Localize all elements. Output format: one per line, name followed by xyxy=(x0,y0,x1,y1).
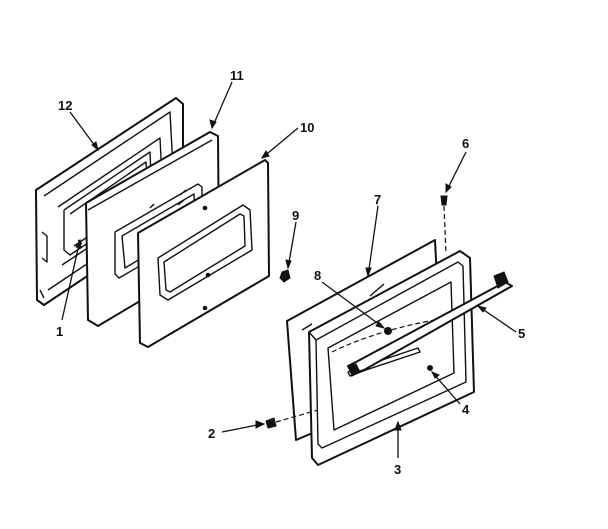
callout-2: 2 xyxy=(208,426,215,441)
callout-1: 1 xyxy=(56,324,63,339)
callout-labels: 12 11 10 1 9 6 7 8 5 4 3 2 xyxy=(56,68,525,477)
callout-11: 11 xyxy=(230,68,244,83)
part-10-inner-window-panel xyxy=(137,159,270,348)
callout-3: 3 xyxy=(394,462,401,477)
part-9-screw xyxy=(279,269,291,283)
callout-10: 10 xyxy=(300,120,314,135)
callout-7: 7 xyxy=(374,192,381,207)
part-5-door-handle xyxy=(347,271,513,377)
part-6-screw xyxy=(440,195,448,255)
callout-4: 4 xyxy=(462,402,470,417)
callout-8: 8 xyxy=(314,268,321,283)
callout-9: 9 xyxy=(292,208,299,223)
callout-6: 6 xyxy=(462,136,469,151)
part-3-outer-door-frame xyxy=(308,250,475,466)
part-2-screw xyxy=(265,409,319,429)
leader-lines xyxy=(61,81,517,458)
callout-5: 5 xyxy=(518,326,525,341)
callout-12: 12 xyxy=(58,98,72,113)
part-4-screw xyxy=(427,365,433,371)
